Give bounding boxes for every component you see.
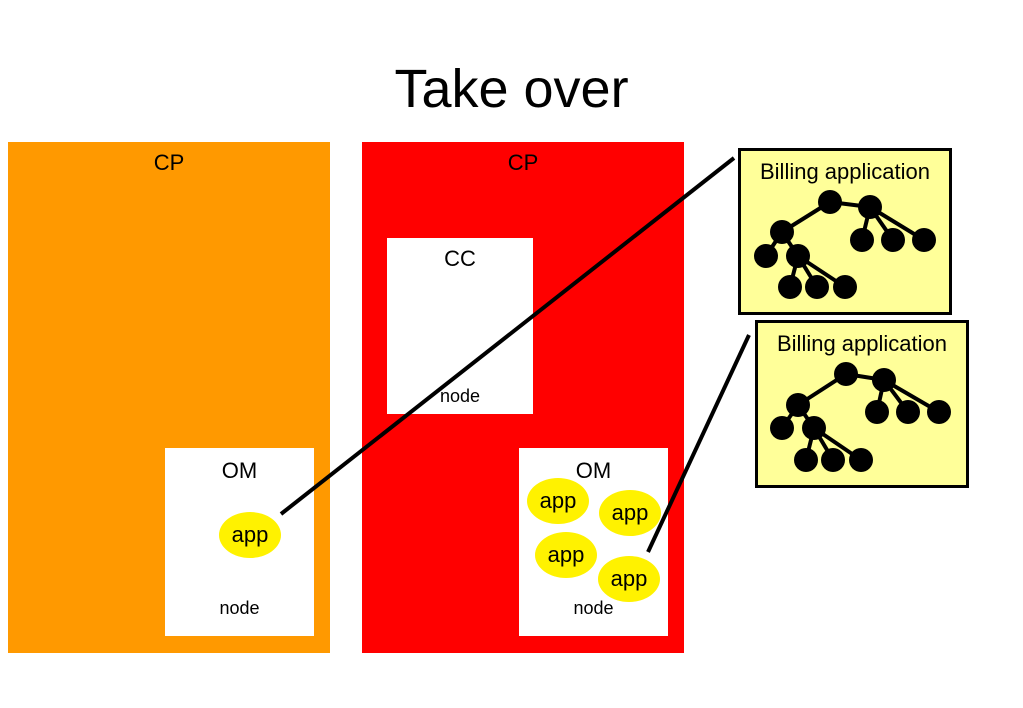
billing-application-box: Billing application: [755, 320, 969, 488]
cc-node-box: CC node: [387, 238, 533, 414]
om-label: OM: [575, 458, 612, 483]
billing-application-box: Billing application: [738, 148, 952, 315]
app-bubble: app: [599, 490, 661, 536]
cc-label: CC: [444, 246, 476, 271]
billing-label: Billing application: [777, 331, 947, 356]
app-bubble: app: [535, 532, 597, 578]
cp-label: CP: [507, 150, 539, 175]
app-bubble: app: [598, 556, 660, 602]
billing-label: Billing application: [760, 159, 930, 184]
om-node-box-right: OM app app app app node: [519, 448, 668, 636]
om-node-box-left: OM app node: [165, 448, 314, 636]
node-label: node: [219, 598, 260, 618]
slide-title: Take over: [394, 59, 629, 119]
cp-label: CP: [153, 150, 185, 175]
app-bubble: app: [219, 512, 281, 558]
om-label: OM: [221, 458, 258, 483]
app-bubble: app: [527, 478, 589, 524]
node-label: node: [573, 598, 614, 618]
node-label: node: [439, 386, 481, 406]
